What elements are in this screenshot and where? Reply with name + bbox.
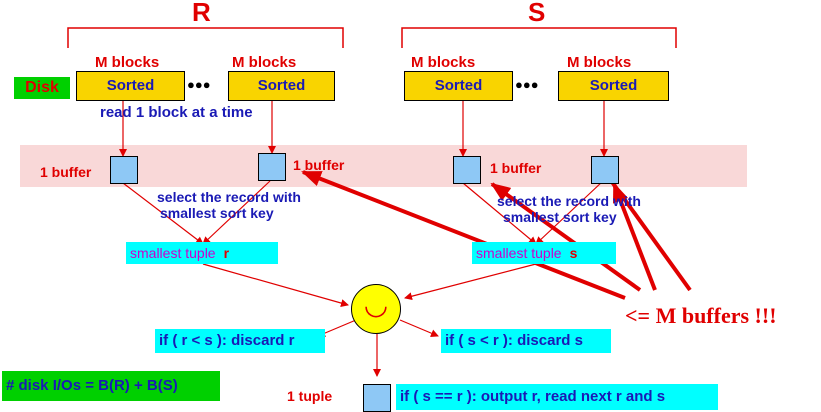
- r-sorted-block-2: Sorted: [228, 71, 335, 101]
- s-buffer1-label: 1 buffer: [490, 160, 542, 176]
- r-select-note-line1: select the record with: [157, 189, 301, 205]
- r-select-note-line2: smallest sort key: [160, 205, 274, 221]
- r-buffer1-label: 1 buffer: [40, 164, 92, 180]
- arrow-r-to-merge: [202, 263, 349, 307]
- s-buffer-1: [453, 156, 481, 184]
- merge-operator: ◡: [351, 284, 401, 334]
- r-block2-mblocks: M blocks: [232, 54, 297, 71]
- s-select-note-line2: smallest sort key: [503, 209, 617, 225]
- r-sorted-block-1: Sorted: [76, 71, 185, 101]
- s-sorted-block-1: Sorted: [404, 71, 513, 101]
- condition-discard-s: if ( s < r ): discard s: [441, 329, 611, 353]
- r-buffer2-label: 1 buffer: [293, 157, 345, 173]
- s-block2-mblocks: M blocks: [567, 54, 632, 71]
- r-block1-mblocks: M blocks: [95, 54, 160, 71]
- smallest-tuple-s-var: s: [569, 245, 578, 261]
- read-one-block-note: read 1 block at a time: [100, 104, 253, 121]
- arrow-rbuf1-to-smallest: [122, 182, 204, 245]
- arrow-merge-discard-s: [399, 319, 439, 337]
- arrow-sbuf1-to-smallest: [462, 182, 537, 245]
- disk-label: Disk: [14, 77, 70, 99]
- r-buffer-2: [258, 153, 286, 181]
- relation-s-title: S: [528, 0, 546, 27]
- r-ellipsis: ●●●: [187, 77, 211, 92]
- arrow-rbuf2-to-smallest: [202, 180, 271, 245]
- merge-symbol: ◡: [363, 288, 389, 321]
- condition-discard-r: if ( r < s ): discard r: [155, 329, 325, 353]
- s-ellipsis: ●●●: [515, 77, 539, 92]
- s-bracket: [401, 27, 677, 48]
- mbuf-arrow-4: [610, 180, 692, 292]
- s-select-note-line1: select the record with: [497, 193, 641, 209]
- mbuf-arrow-2: [490, 182, 642, 292]
- s-buffer-2: [591, 156, 619, 184]
- condition-output: if ( s == r ): output r, read next r and…: [396, 384, 718, 410]
- output-buffer: [363, 384, 391, 412]
- memory-buffer-band: [20, 145, 747, 187]
- smallest-tuple-s: smallest tuple s: [472, 242, 616, 264]
- r-buffer-1: [110, 156, 138, 184]
- smallest-tuple-r-var: r: [223, 245, 230, 261]
- mbuf-arrow-1: [301, 170, 626, 300]
- relation-r-title: R: [192, 0, 211, 27]
- output-one-tuple-label: 1 tuple: [287, 388, 333, 404]
- r-bracket: [67, 27, 344, 48]
- s-sorted-block-2: Sorted: [558, 71, 669, 101]
- arrow-sbuf2-to-smallest: [535, 180, 604, 245]
- smallest-tuple-r: smallest tuple r: [126, 242, 278, 264]
- smallest-tuple-r-text: smallest tuple: [130, 245, 216, 261]
- smallest-tuple-s-text: smallest tuple: [476, 245, 562, 261]
- mbuf-arrow-3: [612, 182, 657, 291]
- disk-io-cost: # disk I/Os = B(R) + B(S): [2, 371, 220, 401]
- arrow-s-to-merge: [404, 263, 537, 301]
- m-buffers-note: <= M buffers !!!: [625, 303, 777, 328]
- s-block1-mblocks: M blocks: [411, 54, 476, 71]
